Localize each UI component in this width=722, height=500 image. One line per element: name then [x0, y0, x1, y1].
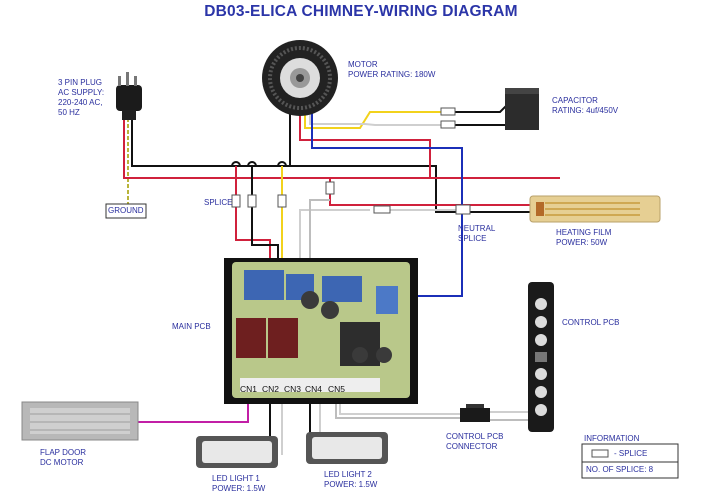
connector-cn4: CN4	[305, 384, 323, 394]
flap-door-label: FLAP DOOR	[40, 448, 87, 457]
led-light-2-rating-label: POWER: 1.5W	[324, 480, 378, 489]
pcb-black-wire	[251, 166, 279, 262]
led-light-2-label: LED LIGHT 2	[324, 470, 372, 479]
control-connector-label: CONTROL PCB	[446, 432, 504, 441]
heating-film-icon	[529, 195, 661, 223]
information-heading: INFORMATION	[584, 434, 640, 443]
page-title: DB03-ELICA CHIMNEY-WIRING DIAGRAM	[204, 3, 518, 20]
flap-door-motor-label: DC MOTOR	[40, 458, 84, 467]
splice	[231, 194, 241, 208]
splice-legend-icon	[591, 449, 609, 458]
splice	[325, 181, 335, 195]
plug-black-wire	[131, 118, 470, 213]
capacitor-wire-1	[455, 99, 513, 113]
connector-cn3: CN3	[284, 384, 302, 394]
control-connector-icon	[460, 404, 490, 422]
pcb-white-wire	[299, 209, 370, 262]
motor-white-wire	[309, 112, 445, 126]
led-light-2-icon	[306, 432, 388, 464]
plug-label: 3 PIN PLUG	[58, 78, 103, 87]
splice	[455, 204, 471, 215]
capacitor-icon	[505, 88, 539, 130]
information-box	[581, 443, 679, 479]
motor-blue-wire	[311, 112, 463, 297]
splices	[231, 107, 471, 215]
splice	[277, 194, 287, 208]
motor-rating-label: POWER RATING: 180W	[348, 70, 436, 79]
plug-red-wire	[123, 118, 560, 179]
connector-cn5: CN5	[328, 384, 346, 394]
splice	[440, 107, 456, 116]
control-pcb-icon	[528, 282, 554, 432]
led-light-1-icon	[196, 436, 278, 468]
led-light-1-rating-label: POWER: 1.5W	[212, 484, 266, 493]
splice	[373, 205, 391, 214]
neutral-splice-label: NEUTRAL	[458, 224, 496, 233]
connector-cn1: CN1	[240, 384, 258, 394]
splice-count-label: NO. OF SPLICE: 8	[586, 465, 654, 474]
control-pcb-label: CONTROL PCB	[562, 318, 620, 327]
wire-crossings	[231, 161, 287, 167]
heating-red-wire	[329, 178, 530, 206]
crossing-hop	[277, 161, 287, 167]
plug-icon	[116, 72, 142, 120]
crossing-hop	[231, 161, 241, 167]
crossing-hop	[247, 161, 257, 167]
capacitor-label: CAPACITOR	[552, 96, 598, 105]
main-pcb-label: MAIN PCB	[172, 322, 211, 331]
control-connector-label-2: CONNECTOR	[446, 442, 498, 451]
heating-film-label: HEATING FILM	[556, 228, 612, 237]
neutral-splice-label-2: SPLICE	[458, 234, 487, 243]
information-legend-text: - SPLICE	[614, 449, 648, 458]
main-pcb-icon	[224, 258, 418, 404]
splice	[440, 120, 456, 129]
plug-supply-label: AC SUPPLY:	[58, 88, 105, 97]
splice-label: SPLICE	[204, 198, 233, 207]
plug-frequency-label: 50 HZ	[58, 108, 80, 117]
splice	[247, 194, 257, 208]
heating-film-rating-label: POWER: 50W	[556, 238, 608, 247]
pcb-white-wire-2	[309, 199, 330, 262]
led-light-1-label: LED LIGHT 1	[212, 474, 260, 483]
motor-label: MOTOR	[348, 60, 378, 69]
ground-box	[105, 203, 147, 219]
flap-door-icon	[21, 401, 139, 441]
plug-voltage-label: 220-240 AC,	[58, 98, 103, 107]
motor-red-wire	[299, 112, 431, 178]
capacitor-rating-label: RATING: 4uf/450V	[552, 106, 619, 115]
motor-yellow-wire	[304, 111, 445, 129]
connector-cn2: CN2	[262, 384, 280, 394]
cn5-wire-b	[335, 398, 460, 419]
ground-label: GROUND	[108, 206, 144, 215]
motor-icon	[262, 40, 338, 116]
